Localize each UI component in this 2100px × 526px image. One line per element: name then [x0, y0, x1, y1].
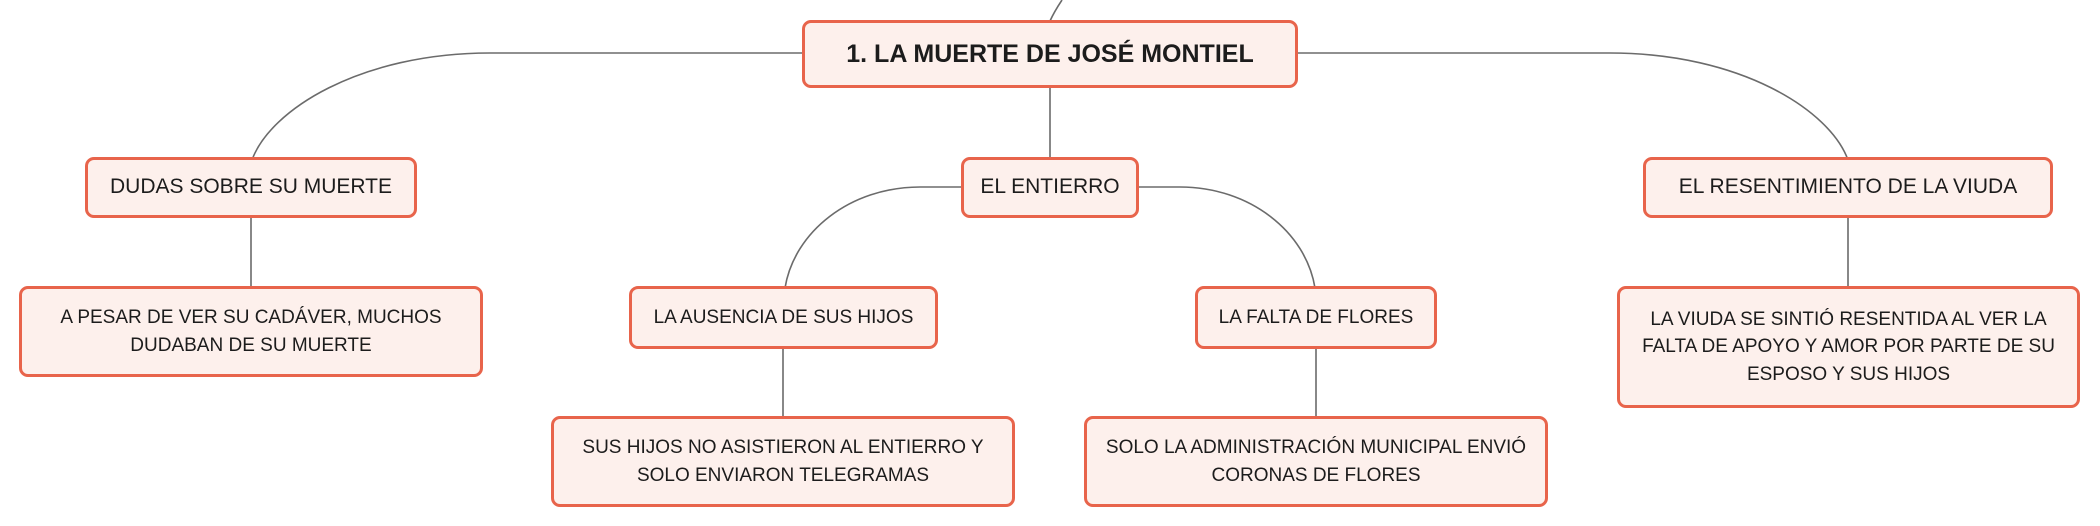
detail-ausencia-label: SUS HIJOS NO ASISTIERON AL ENTIERRO Y SO…	[582, 436, 984, 486]
detail-dudas-label: A PESAR DE VER SU CADÁVER, MUCHOS DUDABA…	[60, 306, 442, 356]
connector-entierro-flores	[1137, 186, 1316, 289]
subtopic-flores-label: LA FALTA DE FLORES	[1218, 306, 1414, 328]
root-topic-node[interactable]: 1. LA MUERTE DE JOSÉ MONTIEL	[802, 20, 1298, 88]
connector-root-viuda	[1298, 52, 1849, 161]
detail-viuda-node[interactable]: LA VIUDA SE SINTIÓ RESENTIDA AL VER LA F…	[1617, 286, 2080, 408]
subtopic-ausencia-label: LA AUSENCIA DE SUS HIJOS	[653, 306, 914, 328]
detail-ausencia-node[interactable]: SUS HIJOS NO ASISTIERON AL ENTIERRO Y SO…	[551, 416, 1015, 507]
topic-dudas-node[interactable]: DUDAS SOBRE SU MUERTE	[85, 157, 417, 218]
subtopic-ausencia-node[interactable]: LA AUSENCIA DE SUS HIJOS	[629, 286, 938, 349]
topic-viuda-node[interactable]: EL RESENTIMIENTO DE LA VIUDA	[1643, 157, 2053, 218]
topic-dudas-label: DUDAS SOBRE SU MUERTE	[110, 175, 392, 199]
detail-flores-label: SOLO LA ADMINISTRACIÓN MUNICIPAL ENVIÓ C…	[1105, 436, 1527, 486]
topic-entierro-node[interactable]: EL ENTIERRO	[961, 157, 1139, 218]
connector-root-dudas	[251, 52, 802, 161]
root-topic-label: 1. LA MUERTE DE JOSÉ MONTIEL	[846, 39, 1254, 68]
detail-viuda-label: LA VIUDA SE SINTIÓ RESENTIDA AL VER LA F…	[1642, 308, 2055, 385]
subtopic-flores-node[interactable]: LA FALTA DE FLORES	[1195, 286, 1437, 349]
connector-entierro-ausencia	[784, 186, 963, 289]
detail-dudas-node[interactable]: A PESAR DE VER SU CADÁVER, MUCHOS DUDABA…	[19, 286, 483, 377]
connector-parent-root	[1049, 0, 1063, 22]
topic-viuda-label: EL RESENTIMIENTO DE LA VIUDA	[1678, 175, 2018, 199]
detail-flores-node[interactable]: SOLO LA ADMINISTRACIÓN MUNICIPAL ENVIÓ C…	[1084, 416, 1548, 507]
topic-entierro-label: EL ENTIERRO	[980, 175, 1120, 199]
